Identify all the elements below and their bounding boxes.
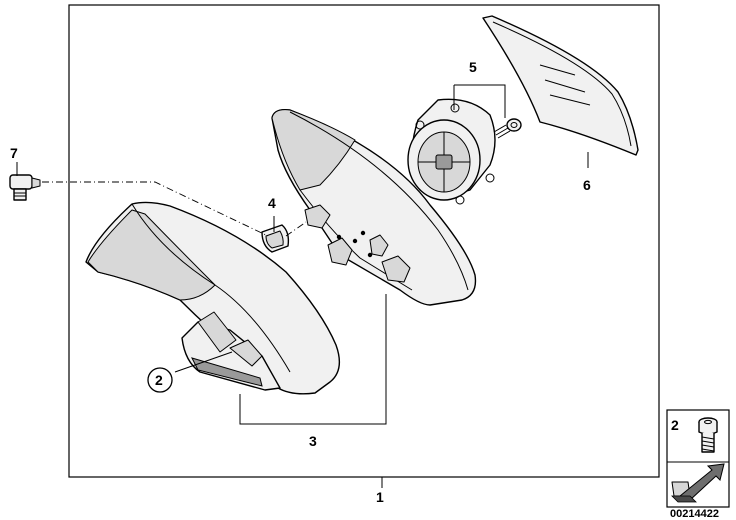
mirror-glass-part [482,15,639,156]
legend-number: 2 [671,417,679,433]
callout-2-circle [147,367,173,393]
callout-5: 5 [469,59,477,75]
callout-6: 6 [583,177,591,193]
callout-3: 3 [309,433,317,449]
mirror-housing-part [271,108,477,306]
diagram-frame [68,4,660,478]
legend-box: 2 [666,409,730,508]
callout-7: 7 [10,145,18,161]
assembly-leader-line [42,181,269,237]
leader-line [174,351,233,373]
callout-2: 2 [155,372,163,388]
clip-part [261,224,290,253]
callout-4: 4 [268,195,276,211]
mirror-cover-part [85,201,341,395]
diagram-id: 00214422 [670,508,719,520]
callout-1: 1 [376,489,384,505]
leader-line [453,84,506,118]
screw-part [493,118,522,139]
legend-screw-icon [698,417,718,453]
mirror-motor-part [407,98,496,205]
assembly-leader-line [285,221,307,237]
leader-line [239,294,387,425]
bolt-part [9,174,41,201]
legend-arrow-icon [671,463,725,503]
